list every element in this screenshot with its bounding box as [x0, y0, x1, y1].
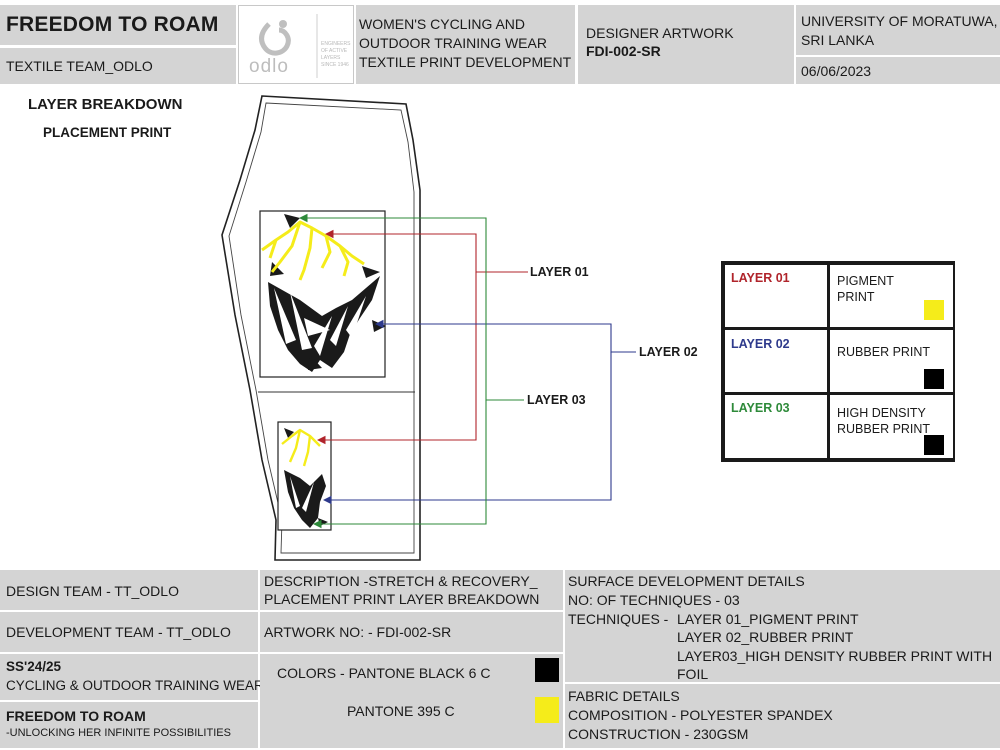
technique-1: LAYER 01_PIGMENT PRINT — [677, 611, 859, 627]
header-project-cell — [356, 5, 575, 84]
brand-tagline-3: LAYERS — [321, 55, 341, 61]
lower-yellow-pattern — [281, 428, 321, 467]
legend-layer03-label: LAYER 03 — [731, 401, 790, 415]
footer-dev-team-cell — [0, 612, 258, 652]
legend-layer01-desc-2: PRINT — [837, 290, 875, 304]
legend-row-1-layer — [725, 265, 827, 327]
footer-design-team-cell — [0, 570, 258, 610]
layer01-arrows — [316, 229, 528, 445]
design-team: DESIGN TEAM - TT_ODLO — [6, 583, 179, 599]
team-name: TEXTILE TEAM_ODLO — [6, 58, 153, 74]
collection-tagline: -UNLOCKING HER INFINITE POSSIBILITIES — [6, 727, 231, 739]
legend-row-3-layer — [725, 395, 827, 458]
university-line-2: SRI LANKA — [801, 32, 875, 48]
footer-description-cell — [260, 570, 563, 610]
brand-tagline-4: SINCE 1946 — [321, 62, 349, 68]
upper-black-pattern — [268, 214, 386, 372]
color-swatch-black — [535, 658, 559, 682]
technique-2: LAYER 02_RUBBER PRINT — [677, 629, 854, 645]
brand-tagline-1: ENGINEERS — [321, 41, 351, 47]
description-line-1: DESCRIPTION -STRETCH & RECOVERY_ — [264, 573, 538, 589]
artwork-no: ARTWORK NO: - FDI-002-SR — [264, 624, 452, 640]
colors-label: COLORS - PANTONE BLACK 6 C — [277, 665, 491, 681]
legend-layer02-desc-1: RUBBER PRINT — [837, 345, 931, 359]
header-university-cell — [796, 5, 1000, 55]
technique-3-cont: FOIL — [677, 666, 709, 682]
upper-yellow-pattern — [261, 220, 365, 281]
callout-layer02: LAYER 02 — [639, 345, 698, 359]
legend-layer02-label: LAYER 02 — [731, 337, 790, 351]
fabric-construction: CONSTRUCTION - 230GSM — [568, 726, 749, 742]
legend-swatch-black-2 — [924, 435, 944, 455]
project-line-3: TEXTILE PRINT DEVELOPMENT — [359, 54, 572, 70]
fabric-composition: COMPOSITION - POLYESTER SPANDEX — [568, 707, 833, 723]
footer-colors-cell — [260, 654, 563, 748]
odlo-logo-icon — [259, 14, 318, 78]
project-line-2: OUTDOOR TRAINING WEAR — [359, 35, 547, 51]
header-doc-cell — [578, 5, 794, 84]
brand-tagline-2: OF ACTIVE — [321, 48, 348, 54]
legend-layer01-desc-1: PIGMENT — [837, 274, 894, 288]
layer-legend: LAYER 01 PIGMENT PRINT LAYER 02 RUBBER P… — [721, 261, 955, 462]
description-line-2: PLACEMENT PRINT LAYER BREAKDOWN — [264, 591, 540, 607]
project-line-1: WOMEN'S CYCLING AND — [359, 16, 526, 32]
legend-swatch-black-1 — [924, 369, 944, 389]
header-team-cell — [0, 48, 236, 84]
layer02-arrows — [322, 319, 636, 505]
doc-code: FDI-002-SR — [586, 43, 661, 59]
color-swatch-yellow — [535, 697, 559, 723]
brand-logo-block: odlo ENGINEERS OF ACTIVE LAYERS SINCE 19… — [238, 5, 354, 84]
callout-layer01: LAYER 01 — [530, 265, 589, 279]
brand-wordmark: odlo — [249, 56, 289, 77]
layer03-arrows — [298, 213, 524, 529]
legging-outline — [221, 95, 421, 561]
surface-title: SURFACE DEVELOPMENT DETAILS — [568, 573, 805, 589]
development-team: DEVELOPMENT TEAM - TT_ODLO — [6, 624, 231, 640]
legend-row-2-layer — [725, 330, 827, 392]
lower-black-pattern — [284, 428, 328, 528]
legend-layer03-desc-1: HIGH DENSITY — [837, 406, 926, 420]
doc-date: 06/06/2023 — [801, 63, 872, 79]
doc-type: DESIGNER ARTWORK — [586, 25, 734, 41]
doc-title: FREEDOM TO ROAM — [6, 13, 219, 36]
section-subtitle: PLACEMENT PRINT — [43, 125, 172, 140]
callout-layer03: LAYER 03 — [527, 393, 586, 407]
season-desc: CYCLING & OUTDOOR TRAINING WEAR — [6, 678, 264, 693]
techniques-count: NO: OF TECHNIQUES - 03 — [568, 592, 740, 608]
legend-swatch-yellow — [924, 300, 944, 320]
footer-artwork-cell — [260, 612, 563, 652]
header-title-cell — [0, 5, 236, 45]
season: SS'24/25 — [6, 659, 62, 674]
footer-season-cell — [0, 654, 258, 700]
section-title: LAYER BREAKDOWN — [28, 96, 183, 113]
techniques-label: TECHNIQUES - — [568, 611, 669, 627]
footer-collection-cell — [0, 702, 258, 748]
footer-fabric-cell — [565, 684, 1000, 748]
collection-name: FREEDOM TO ROAM — [6, 708, 146, 724]
technique-3: LAYER03_HIGH DENSITY RUBBER PRINT WITH — [677, 648, 993, 664]
university-line-1: UNIVERSITY OF MORATUWA, — [801, 13, 998, 29]
header-date-cell — [796, 57, 1000, 84]
footer-surface-cell — [565, 570, 1000, 682]
pantone-2: PANTONE 395 C — [347, 703, 455, 719]
legend-layer01-label: LAYER 01 — [731, 271, 790, 285]
fabric-title: FABRIC DETAILS — [568, 688, 680, 704]
legend-layer03-desc-2: RUBBER PRINT — [837, 422, 931, 436]
